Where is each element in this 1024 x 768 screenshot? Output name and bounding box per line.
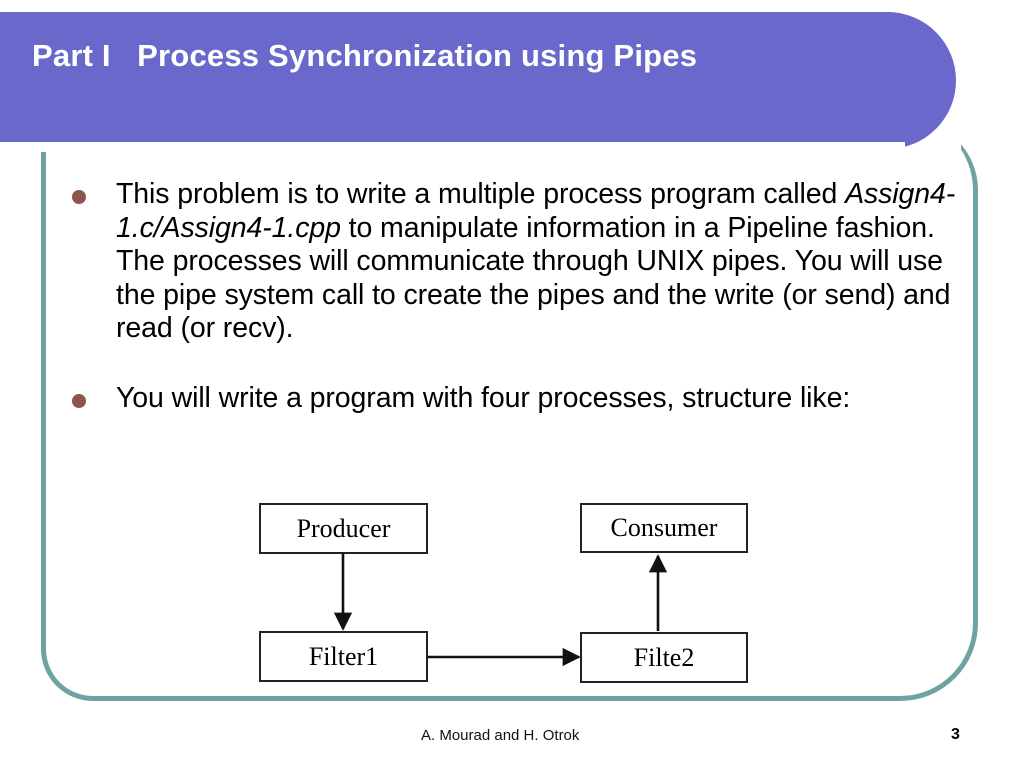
diagram-box-filter2-label: Filte2 (633, 642, 695, 672)
list-item: This problem is to write a multiple proc… (72, 178, 962, 346)
diagram-box-producer-label: Producer (296, 513, 391, 543)
diagram-box-producer: Producer (259, 503, 428, 554)
bullet-1-filename: Assign4-1.c/Assign4-1.cpp (116, 178, 956, 244)
diagram-box-filter1: Filter1 (259, 631, 428, 682)
bullet-dot-icon (72, 393, 86, 408)
bullet-dot-icon (72, 190, 86, 204)
page-title: Part I Process Synchronization using Pip… (32, 38, 698, 73)
title-banner (0, 12, 956, 149)
diagram-box-consumer-label: Consumer (610, 513, 718, 542)
diagram-box-filter1-label: Filter1 (308, 641, 379, 671)
bullet-2-lead: You will write a program with four proce… (116, 381, 851, 414)
bullet-text-2: You will write a program with four proce… (116, 382, 962, 416)
diagram-box-filter2: Filte2 (580, 632, 748, 683)
list-item: You will write a program with four proce… (72, 382, 962, 416)
footer-authors: A. Mourad and H. Otrok (421, 727, 580, 744)
bullet-text-1: This problem is to write a multiple proc… (116, 178, 962, 346)
body-content: This problem is to write a multiple proc… (72, 178, 962, 451)
footer-page-number: 3 (951, 726, 960, 743)
bullet-1-lead: This problem is to write a multiple proc… (116, 178, 846, 210)
title-underline-rule (0, 142, 905, 149)
bullet-1-tail: to manipulate information in a Pipeline … (116, 211, 951, 345)
diagram-box-consumer: Consumer (580, 503, 748, 553)
